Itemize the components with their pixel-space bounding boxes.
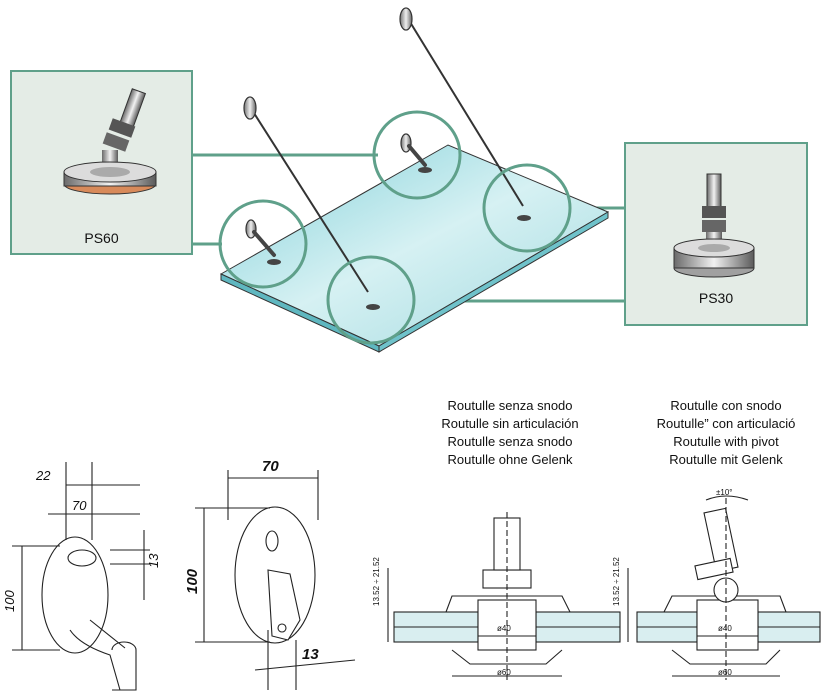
ps60-label: PS60 [84,230,119,246]
side-view-drawing [12,462,150,691]
ps60-fitting-icon [63,88,157,195]
phi40-label-a: ø40 [497,624,511,633]
section-pivot [627,495,821,680]
front-view-drawing [195,470,356,690]
angle-label: ±10° [716,488,733,497]
ps30-fitting-icon [673,173,755,278]
phi60-label-a: ø60 [497,668,511,677]
no-pivot-label-de: Routulle ohne Gelenk [447,452,573,467]
dim-70-mid: 70 [262,458,279,475]
dim-100-mid: 100 [184,568,201,594]
dim-70-left: 70 [72,498,87,513]
pivot-label-de: Routulle mit Gelenk [669,452,783,467]
no-pivot-label-es: Routulle sin articulación [441,416,579,431]
dim-22: 22 [36,468,51,483]
dim-100-left: 100 [2,590,17,612]
pivot-label-es: Routulle” con articulació [656,416,796,431]
dim-13-left: 13 [146,553,161,568]
phi60-label-b: ø60 [718,668,732,677]
detail-circles [218,110,572,345]
glass-fittings [267,167,531,310]
ps30-label: PS30 [698,290,734,306]
no-pivot-description: Routulle senza snodo Routulle sin articu… [400,397,620,469]
no-pivot-label-it-2: Routulle senza snodo [447,434,573,449]
glass-sheet [219,144,610,353]
ps60-panel: PS60 [10,70,193,255]
no-pivot-label-it: Routulle senza snodo [447,398,573,413]
pivot-label-it: Routulle con snodo [670,398,782,413]
wall-plates [243,7,413,239]
pivot-description: Routulle con snodo Routulle” con articul… [616,397,836,469]
section-no-pivot [387,512,621,680]
support-arms [252,144,427,257]
pivot-label-en: Routulle with pivot [673,434,779,449]
range-label-b: 13.52 ÷ 21.52 [612,557,621,606]
range-label-a: 13.52 ÷ 21.52 [372,557,381,606]
dim-13-mid: 13 [302,646,319,663]
phi40-label-b: ø40 [718,624,732,633]
ps30-panel: PS30 [624,142,808,326]
